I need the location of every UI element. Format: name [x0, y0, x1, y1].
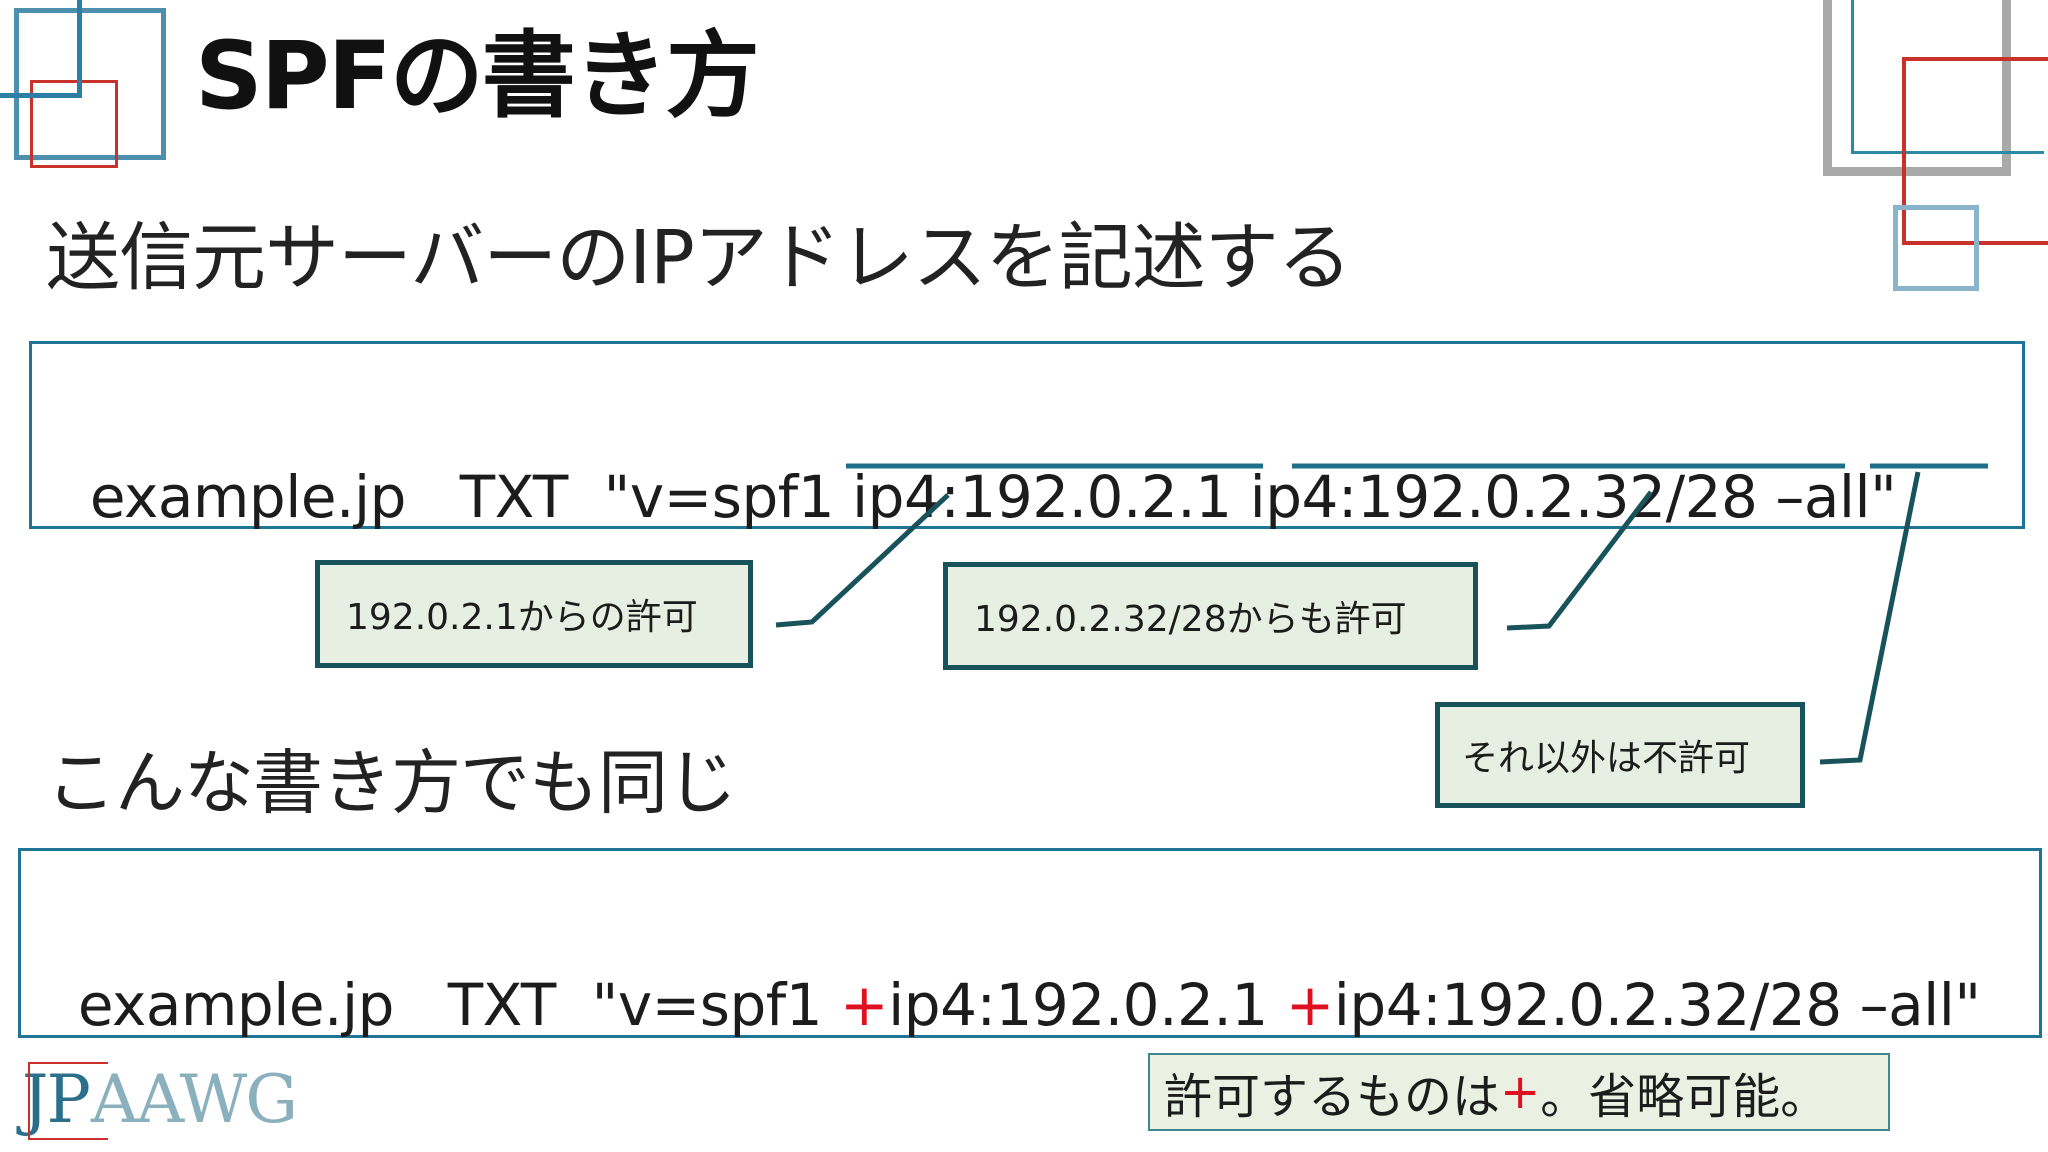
- record2-plus-1: +: [840, 971, 889, 1039]
- section-heading-alternative: こんな書き方でも同じ: [46, 742, 737, 824]
- callout-deny-others: それ以外は不許可: [1435, 702, 1805, 808]
- spf-record-box-2: [18, 848, 2042, 1038]
- decor-square-grey-right: [1823, 0, 2011, 176]
- record2-mech1: ip4:192.0.2.1: [888, 971, 1286, 1039]
- decor-square-red-left: [30, 80, 118, 168]
- note-plus: +: [1500, 1064, 1541, 1120]
- record1-domain: example.jp: [89, 463, 407, 531]
- page-title: SPFの書き方: [195, 22, 760, 131]
- logo-aawg: AAWG: [90, 1061, 298, 1138]
- record2-mech2: ip4:192.0.2.32/28 –all": [1333, 971, 1981, 1039]
- logo-jp: JP: [22, 1061, 91, 1138]
- note-plus-optional: 許可するものは+。省略可能。: [1148, 1053, 1890, 1131]
- record1-all: –all": [1775, 463, 1897, 531]
- decor-square-blue-left: [14, 8, 166, 160]
- record2-prefix: "v=spf1: [591, 971, 841, 1039]
- decor-square-frame-left: [0, 0, 82, 98]
- section-heading-ip: 送信元サーバーのIPアドレスを記述する: [46, 215, 1352, 301]
- decor-square-blue-right: [1851, 0, 2044, 154]
- callout-allow-ip2: 192.0.2.32/28からも許可: [943, 562, 1478, 670]
- jpaawg-logo: JPAAWG: [22, 1060, 342, 1140]
- spf-record-line-1: example.jp TXT "v=spf1 ip4:192.0.2.1 ip4…: [54, 392, 1897, 532]
- callout-allow-ip1: 192.0.2.1からの許可: [315, 560, 753, 668]
- spf-record-line-2: example.jp TXT "v=spf1 +ip4:192.0.2.1 +i…: [42, 900, 1981, 1040]
- record2-type: TXT: [447, 971, 557, 1039]
- record2-domain: example.jp: [77, 971, 395, 1039]
- record1-mech2: ip4:192.0.2.32/28: [1249, 463, 1758, 531]
- record2-plus-2: +: [1285, 971, 1335, 1039]
- spf-record-box-1: [29, 341, 2025, 529]
- record1-prefix: "v=spf1: [603, 463, 853, 531]
- logo-box: [28, 1062, 108, 1140]
- note-text-before: 許可するものは: [1164, 1069, 1501, 1125]
- record1-mech1: ip4:192.0.2.1: [852, 463, 1232, 531]
- decor-square-light-blue-right: [1893, 205, 1979, 291]
- record1-type: TXT: [459, 463, 569, 531]
- note-text-after: 。省略可能。: [1540, 1069, 1829, 1125]
